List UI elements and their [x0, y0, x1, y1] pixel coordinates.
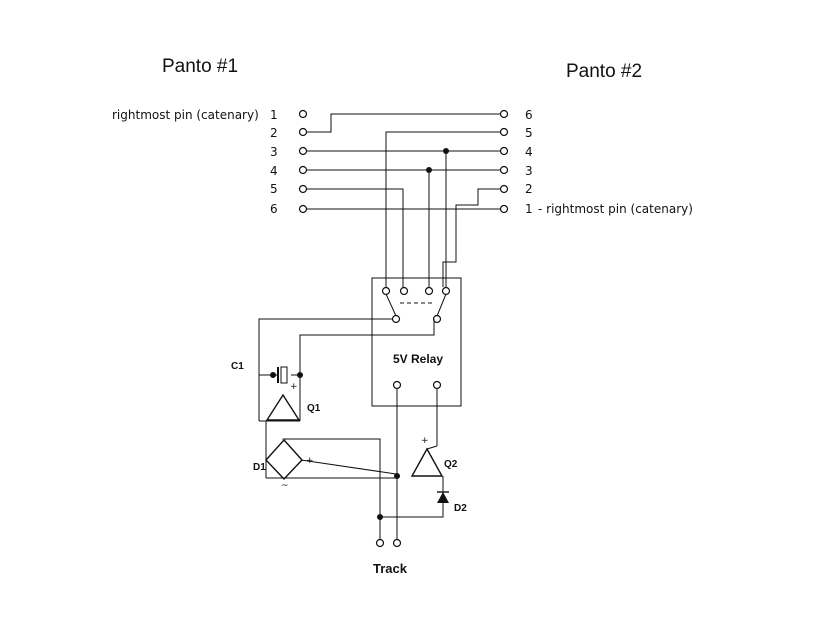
control-wires [258, 318, 444, 539]
d1-label: D1 [253, 462, 266, 473]
track-terminals: Track [373, 538, 408, 576]
panto1-title: Panto #1 [162, 56, 238, 77]
panto2-terminals [499, 109, 509, 214]
panto2-pin1-note: - rightmost pin (catenary) [538, 202, 693, 216]
q1-label: Q1 [307, 403, 321, 414]
bridge-rectifier-d1: ~ ~ + D1 [253, 435, 314, 491]
panto2-pin-label: 5 [525, 126, 533, 140]
panto1-pin-label: 4 [270, 164, 278, 178]
q2-label: Q2 [444, 459, 458, 470]
panto1-pin1-note: rightmost pin (catenary) [112, 108, 259, 122]
diode-d2: D2 [437, 476, 467, 517]
d1-ac-top: ~ [281, 435, 289, 445]
panto2-pin-label: 3 [525, 164, 533, 178]
panto2-title: Panto #2 [566, 61, 642, 82]
panto1-pin-label: 3 [270, 145, 278, 159]
panto1-pin-label: 1 [270, 108, 278, 122]
d1-ac-bottom: ~ [281, 481, 289, 491]
d2-label: D2 [454, 503, 467, 514]
panto2-pin-label: 4 [525, 145, 533, 159]
q2-plus: + [421, 436, 429, 446]
d1-plus: + [306, 456, 314, 466]
panto-wires [307, 113, 500, 287]
q2: + Q2 [410, 436, 458, 477]
c1-label: C1 [231, 361, 244, 372]
relay: 5V Relay [371, 277, 462, 407]
panto2-pin-label: 2 [525, 182, 533, 196]
panto1-pin-label: 6 [270, 202, 278, 216]
relay-label: 5V Relay [393, 352, 443, 366]
c1-plus: + [290, 382, 298, 392]
capacitor-c1: + C1 [231, 361, 298, 392]
q1: Q1 [265, 393, 321, 421]
panto2-pin-label: 6 [525, 108, 533, 122]
panto1-pin-label: 5 [270, 182, 278, 196]
panto1-pin-label: 2 [270, 126, 278, 140]
panto2-pin-label: 1 [525, 202, 533, 216]
panto1-terminals [298, 109, 308, 214]
track-label: Track [373, 561, 408, 576]
